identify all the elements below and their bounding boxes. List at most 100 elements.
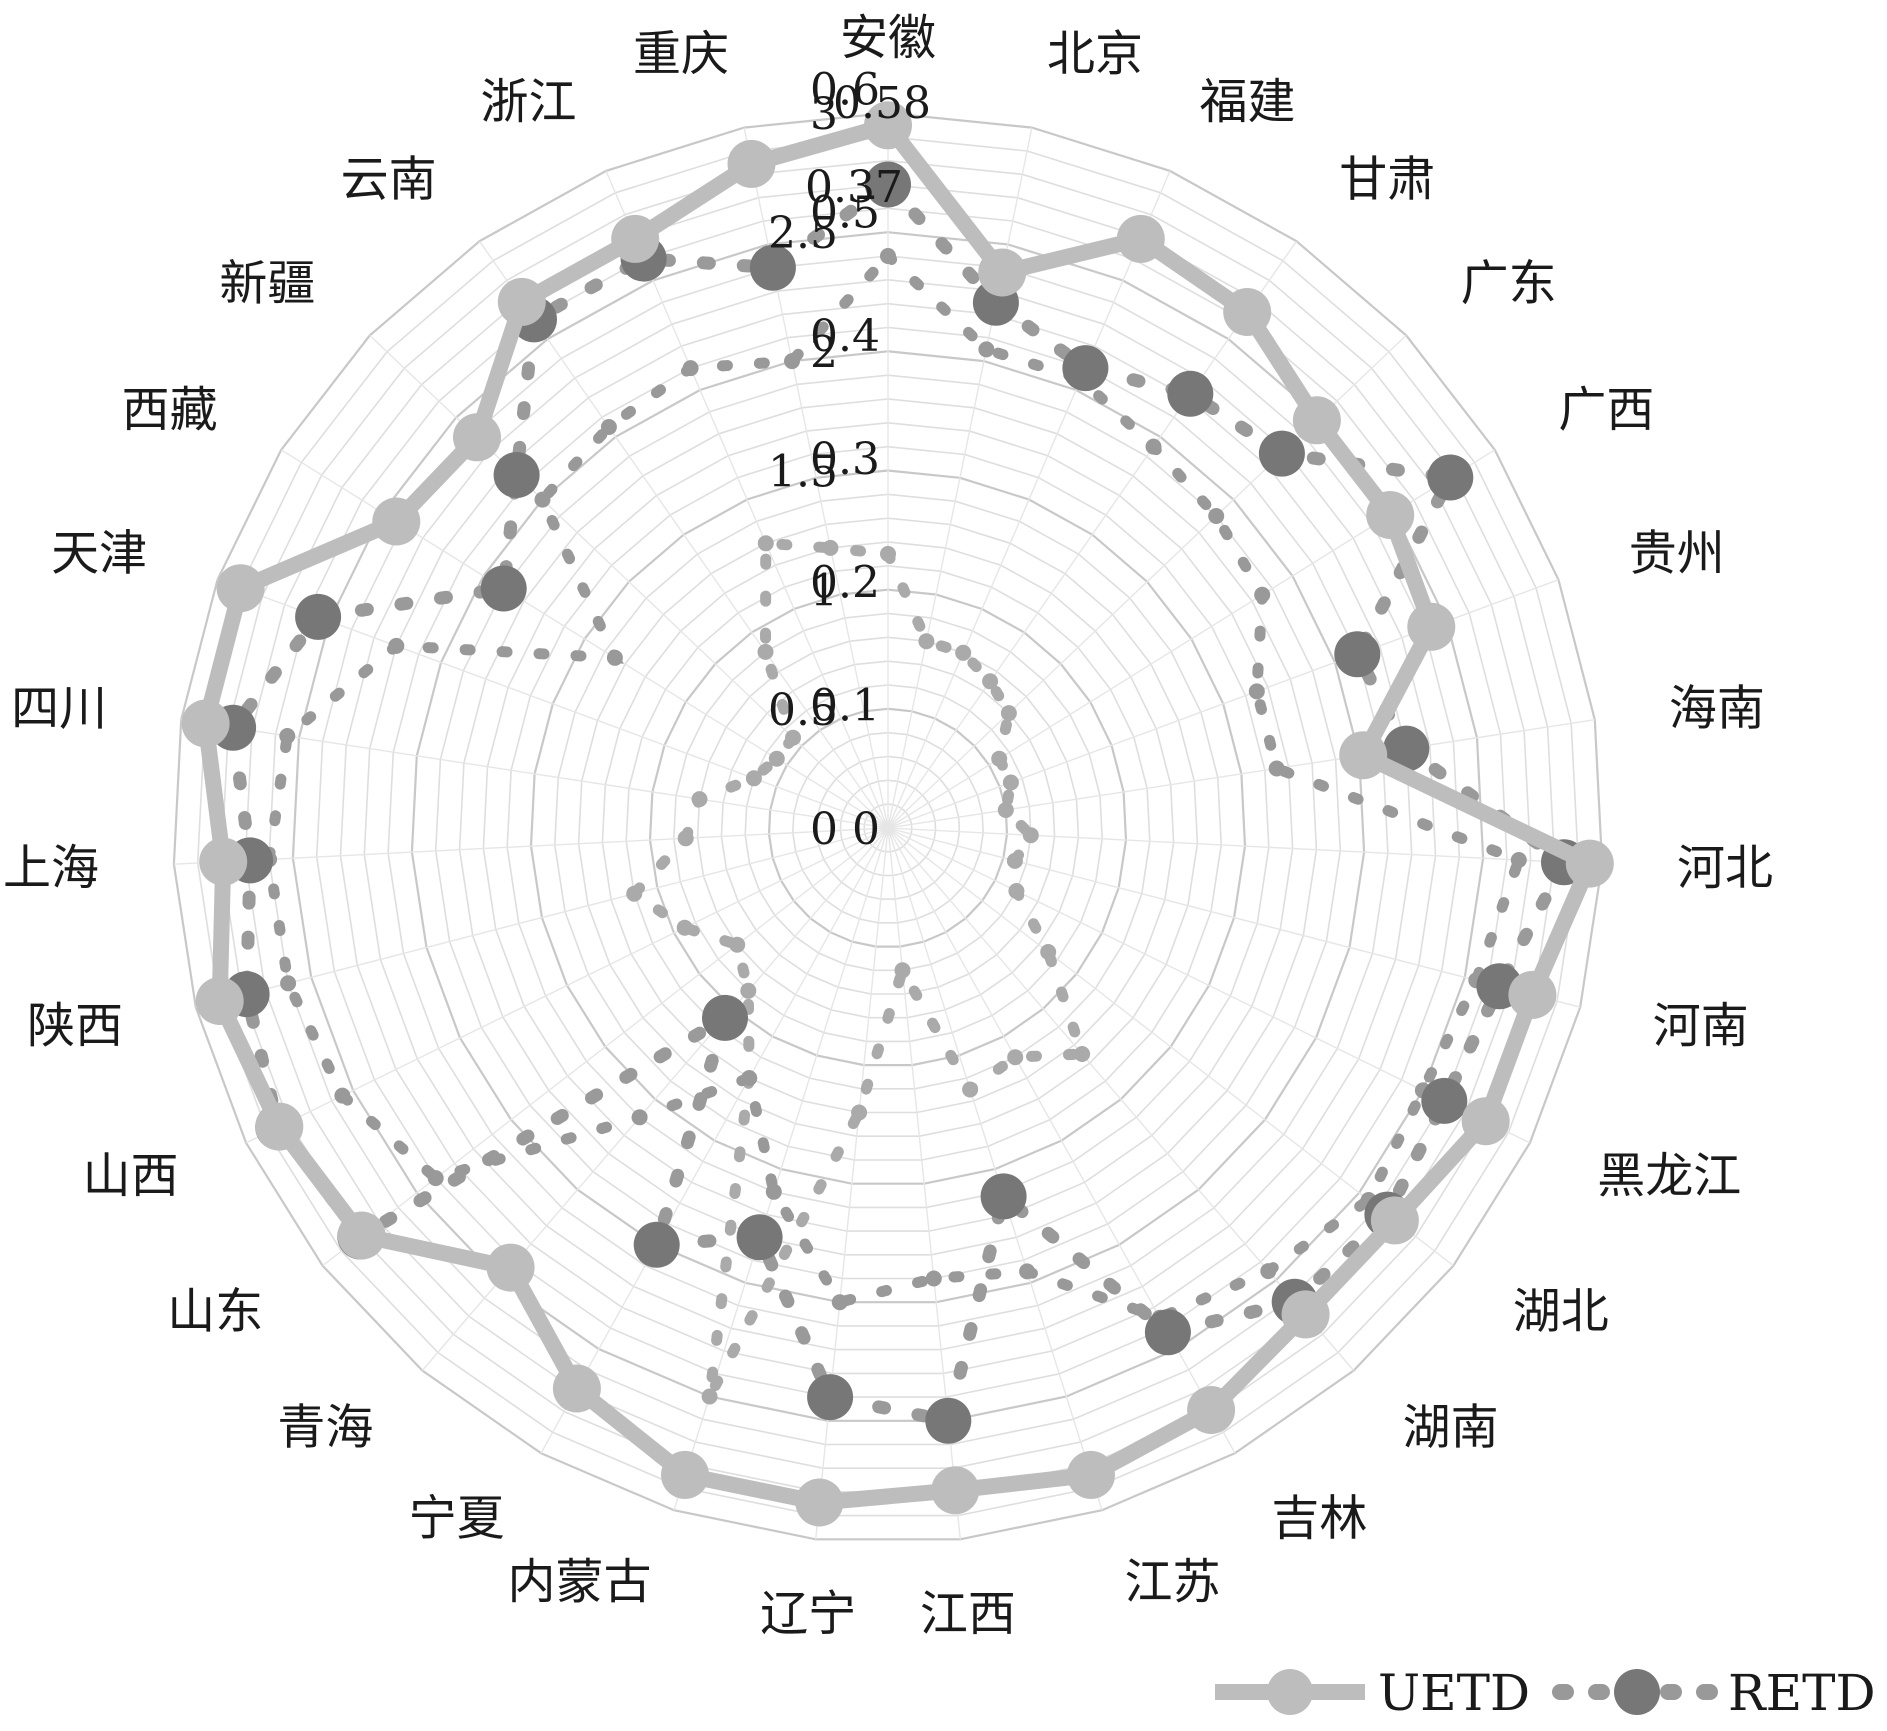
point-retd-5 [1427,454,1474,501]
point-extra-2-22 [280,975,297,992]
point-uetd-12 [1281,1290,1330,1339]
point-retd-25 [295,593,342,640]
tick-label-retd: 1 [810,566,838,617]
tick-label-retd: 2.5 [768,208,838,259]
point-uetd-4 [1292,396,1341,445]
axis-spoke [195,827,889,1008]
tick-label-uetd: 0.5 [810,188,880,239]
grid-ring [648,588,1128,1067]
grid-ring [815,755,961,900]
grid-ring [529,469,1247,1185]
point-extra-3-1 [918,633,935,650]
point-uetd-9 [1508,970,1557,1019]
category-label: 河南 [1653,998,1749,1054]
grid-ring [363,302,1413,1351]
point-uetd-8 [1565,839,1614,888]
point-retd-16 [807,1374,854,1421]
category-label: 内蒙古 [507,1554,651,1610]
tick-label-uetd: 0.4 [810,311,880,362]
axis-spoke [887,827,1355,1371]
series-line-extra-2 [263,248,1526,1324]
point-uetd-20 [337,1211,386,1260]
category-label: 青海 [277,1399,373,1455]
point-retd-6 [1334,631,1381,678]
point-extra-2-14 [1019,1263,1036,1280]
point-uetd-5 [1366,491,1415,539]
point-retd-4 [1258,430,1305,477]
point-extra-3-0 [880,545,896,562]
grid-ring [553,493,1223,1161]
grid-ring [482,421,1294,1232]
legend-uetd-label: UETD [1378,1664,1530,1722]
category-label: 山东 [167,1284,263,1340]
point-uetd-23 [199,837,248,886]
point-extra-3-16 [851,1104,868,1121]
category-label: 新疆 [219,256,315,312]
point-uetd-10 [1461,1097,1510,1146]
category-label: 湖南 [1403,1399,1499,1455]
category-label: 安徽 [840,10,936,66]
radar-series [181,101,1614,1527]
category-label: 辽宁 [760,1586,856,1642]
point-uetd-11 [1370,1196,1419,1245]
point-retd-17 [736,1214,783,1261]
grid-ring [601,541,1175,1114]
axis-spoke [540,827,889,1454]
category-label: 贵州 [1629,526,1725,582]
point-retd-27 [493,452,540,498]
axis-spoke [887,827,1603,865]
point-extra-3-20 [729,936,746,953]
point-retd-15 [925,1397,972,1444]
tick-label-retd: 2 [810,327,838,378]
category-label: 北京 [1047,26,1143,82]
point-extra-3-11 [1040,944,1057,960]
legend-retd-marker [1614,1669,1660,1715]
point-extra-3-19 [740,982,757,999]
point-extra-2-21 [334,1087,351,1104]
point-retd-30 [749,244,796,291]
point-extra-2-12 [1260,1263,1277,1280]
radar-grid [172,111,1604,1541]
grid-ring [244,183,1532,1469]
point-uetd-18 [552,1364,601,1413]
point-extra-2-3 [1145,438,1162,455]
point-extra-2-15 [925,1270,942,1287]
point-extra-2-26 [606,649,623,666]
point-uetd-21 [255,1102,304,1151]
point-uetd-7 [1339,731,1388,780]
grid-ring [791,731,985,924]
point-extra-2-25 [388,637,405,654]
category-labels: 安徽北京福建甘肃广东广西贵州海南河北河南黑龙江湖北湖南吉林江苏江西辽宁内蒙古宁夏… [3,10,1773,1642]
category-label: 吉林 [1271,1491,1367,1547]
series-line-retd [226,175,1573,1429]
point-extra-2-0 [880,248,896,264]
point-extra-2-4 [1208,508,1225,524]
point-extra-3-28 [757,643,774,660]
category-label: 山西 [83,1148,179,1204]
point-extra-2-7 [1268,760,1285,777]
axis-spoke [743,127,889,829]
category-label: 福建 [1200,74,1296,130]
tick-label-retd: 0.5 [768,685,838,736]
point-extra-2-17 [765,1183,782,1200]
grid-ring [339,278,1437,1375]
axis-spoke [887,827,1236,1454]
point-retd-26 [480,565,527,612]
grid-ring [196,135,1580,1517]
legend: UETD RETD [1215,1664,1876,1722]
axis-spoke [887,170,1171,829]
axis-spoke [181,719,889,829]
tick-label-retd: 3 [810,89,838,140]
point-retd-19 [702,994,748,1041]
grid-ring [577,517,1199,1137]
category-label: 西藏 [122,382,218,438]
point-extra-3-14 [962,1081,979,1098]
point-uetd-24 [181,699,230,748]
category-label: 江西 [920,1586,1016,1642]
point-uetd-19 [486,1243,535,1292]
point-extra-3-27 [785,729,801,746]
category-label: 广西 [1558,382,1654,438]
category-label: 湖北 [1513,1284,1609,1340]
point-uetd-25 [216,564,265,613]
point-extra-3-9 [1006,852,1023,869]
